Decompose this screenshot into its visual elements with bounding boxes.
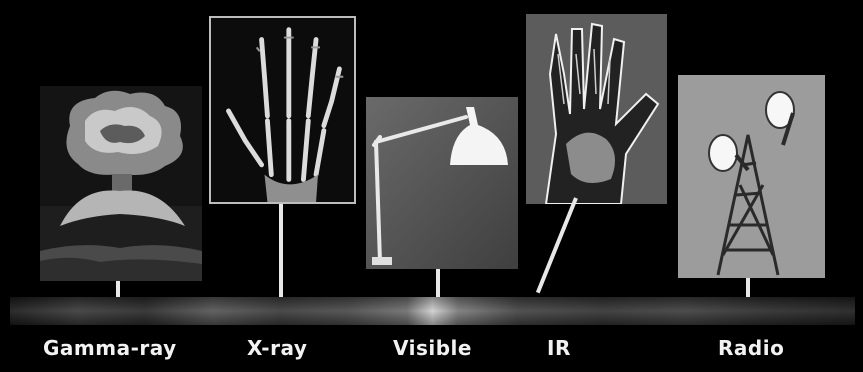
visible-label: Visible	[393, 336, 472, 360]
ir-label: IR	[547, 336, 571, 360]
ir-stem	[536, 197, 578, 293]
visible-image	[366, 97, 518, 269]
x-ray-stem	[279, 204, 283, 297]
gamma-ray-stem	[116, 281, 120, 297]
radio-image	[678, 75, 825, 278]
radio-stem	[746, 278, 750, 297]
gamma-ray-label: Gamma-ray	[43, 336, 177, 360]
x-ray-label: X-ray	[247, 336, 307, 360]
x-ray-image	[209, 16, 356, 204]
radio-label: Radio	[718, 336, 784, 360]
ir-image	[526, 14, 667, 204]
spectrum-bar	[10, 297, 855, 325]
visible-stem	[436, 269, 440, 297]
gamma-ray-image	[40, 86, 202, 281]
